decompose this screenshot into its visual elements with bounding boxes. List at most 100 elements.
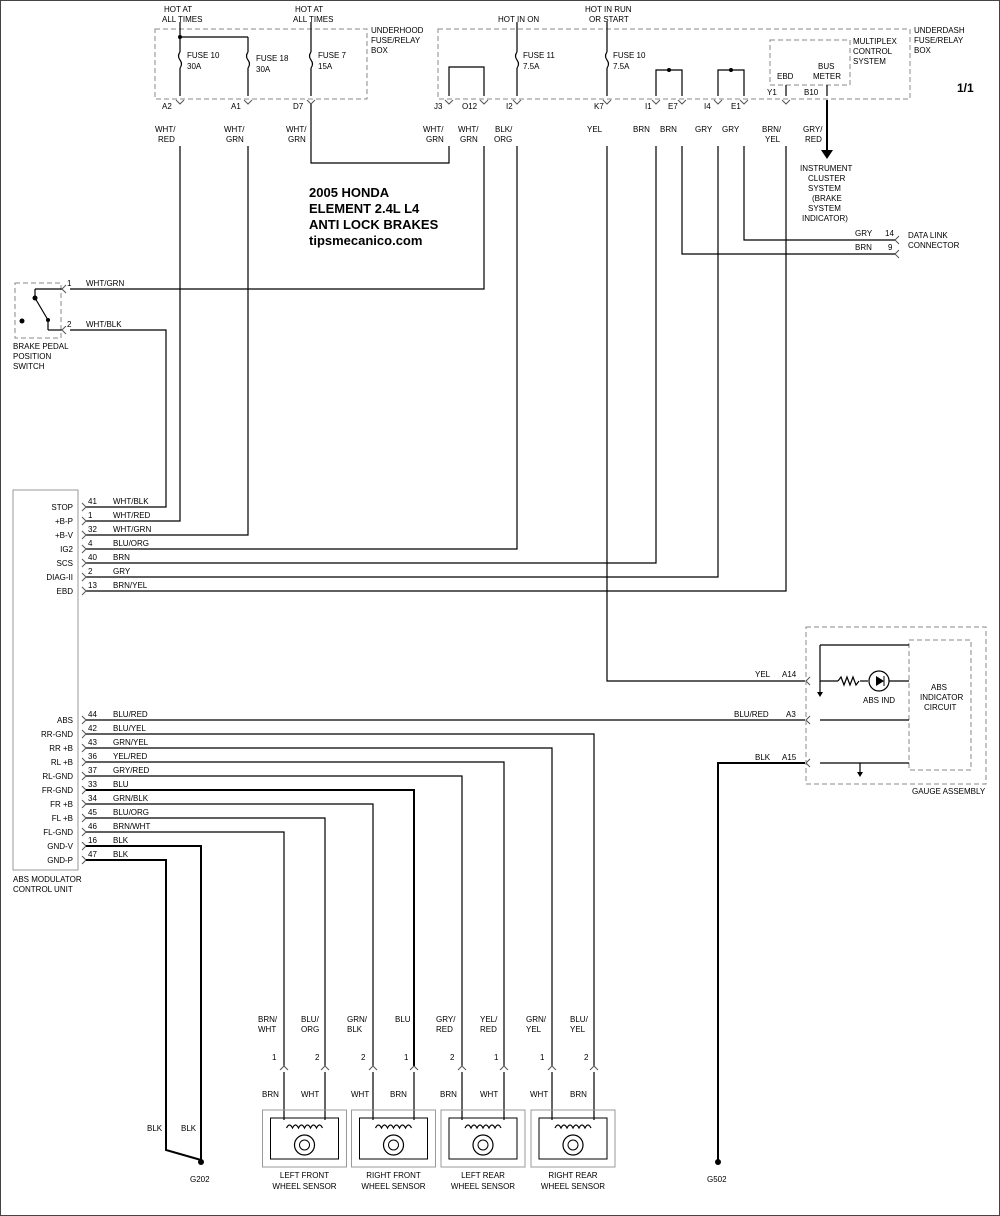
coil-icon — [285, 1124, 324, 1130]
tone-ring-center-icon — [299, 1139, 310, 1151]
title-line-4: tipsmecanico.com — [309, 233, 422, 248]
terminal-name: +B-P — [55, 517, 73, 526]
wire-label: BLK — [181, 1124, 197, 1133]
wire-label: GRN — [226, 135, 244, 144]
connector-pin — [81, 743, 87, 753]
wire-label: WHT/ — [155, 125, 176, 134]
cluster-label: (BRAKE — [812, 194, 842, 203]
terminal-pin: 1 — [88, 511, 93, 520]
connector-pin — [81, 841, 87, 851]
terminal-wire: BLU/RED — [113, 710, 148, 719]
connector-pin — [368, 1065, 419, 1071]
ground-g202: G202 BLK BLK — [147, 1124, 210, 1184]
sensor-label: LEFT REAR — [461, 1171, 505, 1180]
multiplex-meter: METER — [813, 72, 841, 81]
tone-ring-icon — [382, 1134, 405, 1156]
connector-pin — [81, 757, 87, 767]
wire-label: BLU/ — [301, 1015, 320, 1024]
dlc-label: DATA LINK — [908, 231, 948, 240]
wire-label: GRN/ — [347, 1015, 368, 1024]
lead-label: BRN — [570, 1090, 587, 1099]
terminal-name: RL +B — [51, 758, 73, 767]
connector-pin — [81, 544, 87, 554]
abs-terminal: +B-P 1 WHT/RED — [55, 511, 151, 526]
fuse-11-rating: 7.5A — [523, 62, 540, 71]
wire-label: YEL — [570, 1025, 586, 1034]
pin-e1: E1 — [731, 102, 741, 111]
pin-label: 1 — [540, 1053, 545, 1062]
wire-label: BRN — [660, 125, 677, 134]
header-hot-at-2: HOT AT — [295, 5, 323, 14]
brake-pedal-switch[interactable]: 1 WHT/GRN 2 WHT/BLK BRAKE PEDAL POSITION… — [13, 279, 124, 371]
sensor-label: RIGHT REAR — [548, 1171, 597, 1180]
terminal-name: RL-GND — [42, 772, 73, 781]
pin-d7: D7 — [293, 102, 304, 111]
wire-label: GRN — [288, 135, 306, 144]
pin-label: A15 — [782, 753, 797, 762]
pin-label: 2 — [361, 1053, 366, 1062]
terminal-name: ABS — [57, 716, 73, 725]
coil-icon — [374, 1124, 413, 1130]
terminal-wire: WHT/RED — [113, 511, 151, 520]
header-hot-at-1: HOT AT — [164, 5, 192, 14]
wire-label: BLK — [347, 1025, 363, 1034]
tone-ring-icon — [472, 1134, 494, 1156]
terminal-pin: 13 — [88, 581, 97, 590]
lead-label: WHT — [530, 1090, 548, 1099]
terminal-wire: BRN — [113, 553, 130, 562]
tone-ring-center-icon — [567, 1139, 579, 1151]
pin-label: 2 — [67, 320, 72, 329]
wire-label: GRN/ — [526, 1015, 547, 1024]
terminal-name: DIAG-II — [46, 573, 73, 582]
connector-pin — [81, 530, 87, 540]
sensor-body — [359, 1117, 428, 1160]
tone-ring-center-icon — [388, 1139, 399, 1151]
sensor-housing — [351, 1109, 436, 1168]
wire-label: GRY/ — [803, 125, 823, 134]
multiplex-label-2: CONTROL — [853, 47, 893, 56]
fuse-18-name: FUSE 18 — [256, 54, 289, 63]
wire-label: WHT/BLK — [86, 320, 122, 329]
terminal-pin: 32 — [88, 525, 97, 534]
connector-pin — [81, 799, 87, 809]
terminal-wire: BLU/ORG — [113, 539, 149, 548]
terminal-wire: WHT/GRN — [113, 525, 151, 534]
sensor-label: WHEEL SENSOR — [451, 1182, 515, 1191]
wire-label: GRY — [722, 125, 740, 134]
terminal-name: EBD — [57, 587, 74, 596]
terminal-wire: GRY — [113, 567, 131, 576]
lead-label: WHT — [301, 1090, 319, 1099]
pin-i4: I4 — [704, 102, 711, 111]
connector-pin — [81, 827, 87, 837]
wires-sensors — [86, 719, 805, 1161]
pin-i2: I2 — [506, 102, 513, 111]
underhood-label-2: FUSE/RELAY — [371, 36, 421, 45]
pin-a2: A2 — [162, 102, 172, 111]
connector-pin — [81, 855, 87, 865]
fuse-18-rating: 30A — [256, 65, 271, 74]
terminal-wire: GRN/BLK — [113, 794, 149, 803]
terminal-name: RR +B — [49, 744, 73, 753]
wire-label: BRN/ — [762, 125, 782, 134]
terminal-pin: 2 — [88, 567, 93, 576]
wire-label: RED — [158, 135, 175, 144]
fuse-10-rating: 30A — [187, 62, 202, 71]
connector-pin — [81, 558, 87, 568]
terminal-pin: 4 — [88, 539, 93, 548]
header-hot-in-on: HOT IN ON — [498, 15, 539, 24]
pin-k7: K7 — [594, 102, 604, 111]
pin-label: A14 — [782, 670, 797, 679]
abs-circuit-label: INDICATOR — [920, 693, 963, 702]
lead-label: WHT — [351, 1090, 369, 1099]
wire-label: BLK — [755, 753, 771, 762]
lead-label: BRN — [262, 1090, 279, 1099]
cluster-label: SYSTEM — [808, 204, 841, 213]
pin-b10: B10 — [804, 88, 819, 97]
terminal-pin: 40 — [88, 553, 97, 562]
wire-label: WHT — [258, 1025, 276, 1034]
pin-j3: J3 — [434, 102, 443, 111]
terminal-wire: BRN/WHT — [113, 822, 150, 831]
